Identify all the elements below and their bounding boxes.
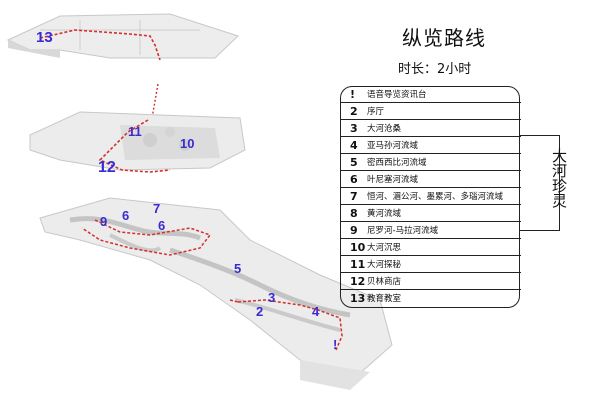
legend-label: 黄河流域 [367,209,402,219]
legend-number: 11 [350,258,366,271]
legend-number: 6 [350,173,358,186]
legend-label: 亚马孙河流域 [367,141,419,151]
legend-label: 尼罗河-马拉河流域 [367,226,439,236]
legend-row: 3 大河沧桑 [341,121,521,137]
legend-row: 6 叶尼塞河流域 [341,172,521,188]
route-middle [98,119,171,173]
middle-floor [29,111,246,173]
map-marker: 4 [312,304,320,319]
route-title: 纵览路线 [402,26,486,50]
map-marker: 7 [153,201,160,216]
legend-label: 教育教室 [367,294,402,304]
map-marker: 5 [234,261,241,276]
legend-row: ! 语音导览资讯台 [341,87,521,103]
legend-group-label: 大河珍灵 [550,148,568,208]
legend-row: 12 贝林商店 [341,274,521,290]
legend-number: ! [350,88,356,101]
map-marker: 11 [128,124,142,139]
legend-label: 叶尼塞河流域 [367,175,419,185]
bottom-floor [39,197,393,390]
legend-label: 大河探秘 [367,260,402,270]
map-marker: 6 [122,208,129,223]
legend-number: 5 [350,156,358,169]
legend-number: 3 [350,122,358,135]
top-floor [6,13,239,61]
legend-row: 10 大河沉思 [341,240,521,256]
legend: ! 语音导览资讯台 2 序厅 3 大河沧桑 4 亚马孙河流域 5 密西西比河流域… [340,86,521,308]
legend-row: 2 序厅 [341,104,521,120]
legend-label: 大河沉思 [367,243,402,253]
route-bottom [81,219,212,256]
legend-row: 7 恒河、湄公河、墨累河、多瑙河流域 [341,189,521,205]
legend-number: 10 [350,241,366,254]
legend-number: 2 [350,105,358,118]
map-marker: 9 [100,214,107,229]
legend-row: 9 尼罗河-马拉河流域 [341,223,521,239]
legend-label: 贝林商店 [367,277,402,287]
legend-number: 9 [350,224,358,237]
route-duration: 时长：2小时 [398,62,472,77]
legend-row: 5 密西西比河流域 [341,155,521,171]
legend-label: 大河沧桑 [367,124,402,134]
legend-label: 序厅 [367,107,385,117]
legend-label: 密西西比河流域 [367,158,427,168]
legend-label: 恒河、湄公河、墨累河、多瑙河流域 [367,192,504,202]
legend-label: 语音导览资讯台 [367,90,427,100]
legend-number: 4 [350,139,358,152]
legend-row: 4 亚马孙河流域 [341,138,521,154]
map-marker: 3 [268,290,275,305]
legend-row: 13 教育教室 [341,291,521,307]
legend-group-bracket: 大河珍灵 [520,135,568,231]
map-marker: 13 [36,29,53,46]
map-marker: 10 [180,136,194,151]
route-top [39,29,161,61]
map-marker: ! [333,337,337,352]
legend-row: 8 黄河流域 [341,206,521,222]
route-bottom-east [237,299,343,351]
legend-number: 8 [350,207,358,220]
map-marker: 12 [98,159,116,176]
map-marker: 2 [256,304,263,319]
legend-number: 12 [350,275,366,288]
legend-number: 13 [350,292,366,305]
map-marker: 6 [158,218,165,233]
legend-number: 7 [350,190,358,203]
legend-row: 11 大河探秘 [341,257,521,273]
route-connector [151,83,159,119]
